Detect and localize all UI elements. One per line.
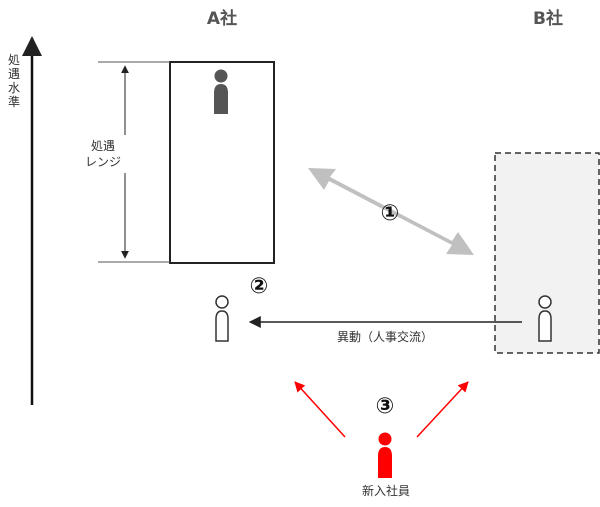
new-hire-arrow-to-a [294,381,346,438]
range-label-line1: 処遇 [91,139,115,153]
company-a-title: A社 [207,8,237,29]
comparison-double-arrow [308,168,474,255]
new-hire-arrow-to-b [416,381,469,438]
axis-label-char: 水 [8,81,20,95]
axis-label: 処 遇 水 準 [8,53,20,109]
marker-one: ① [381,201,400,226]
transfer-label: 異動（人事交流） [337,329,433,344]
employee-a-bottom-icon [215,295,229,342]
marker-three: ③ [376,394,395,419]
employee-b-icon [538,295,552,342]
employee-a-top-icon [214,69,228,114]
range-label-bg [80,135,126,173]
axis-label-char: 準 [8,94,20,109]
axis-label-char: 遇 [8,67,20,81]
marker-two: ② [250,274,269,299]
new-employee-icon [378,432,392,478]
range-label-line2: レンジ [85,155,121,169]
new-employee-label: 新入社員 [362,483,410,498]
axis-label-char: 処 [8,53,20,67]
company-b-title: B社 [533,8,563,29]
